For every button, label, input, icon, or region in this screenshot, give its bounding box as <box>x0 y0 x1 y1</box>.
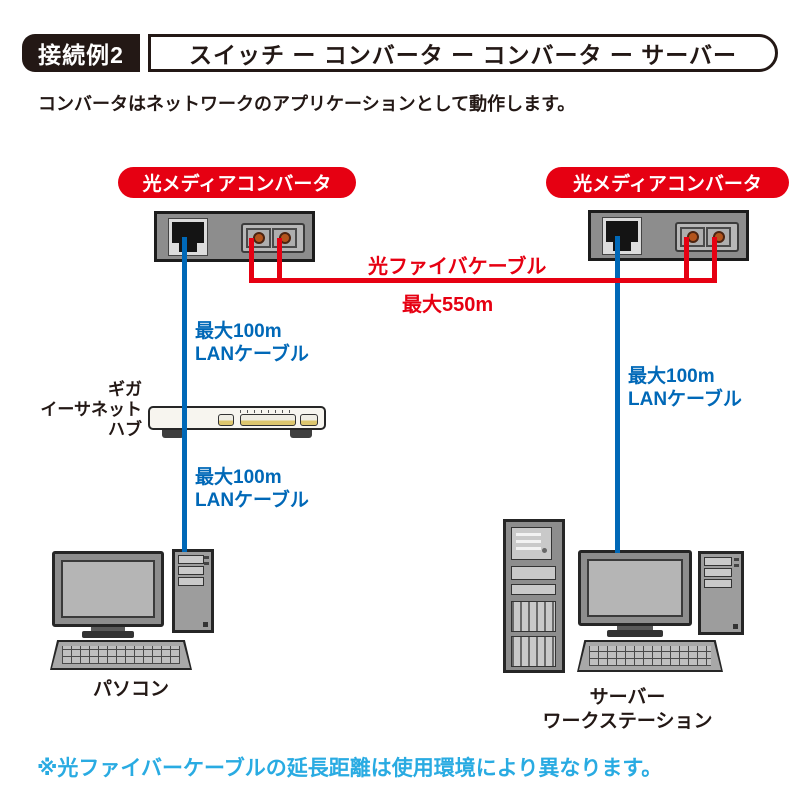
rj45-opening <box>606 221 638 251</box>
lan-cable-label-upper-left: 最大100m LANケーブル <box>195 320 309 366</box>
tower-detail <box>733 624 738 629</box>
lan-max-length: 最大100m <box>195 467 282 488</box>
server-label-line: ワークステーション <box>542 711 713 732</box>
pc-keyboard <box>50 640 192 670</box>
lan-cable-name: LANケーブル <box>195 344 309 365</box>
hub-label: ギガ イーサネット ハブ <box>30 380 142 440</box>
fiber-cable-drop <box>277 238 282 283</box>
lan-cable-label-right: 最大100m LANケーブル <box>628 365 742 411</box>
intro-text: コンバータはネットワークのアプリケーションとして動作します。 <box>38 94 576 114</box>
converter-left-label: 光メディアコンバータ <box>118 167 356 198</box>
pc-monitor-stand <box>91 627 125 632</box>
pc-label: パソコン <box>92 679 169 700</box>
lan-cable-right <box>615 236 620 553</box>
server-monitor <box>578 550 692 626</box>
hub-port-row <box>240 414 296 426</box>
diagram-title: スイッチ ー コンバータ ー コンバータ ー サーバー <box>148 34 778 72</box>
hub-label-line: ギガ <box>108 380 142 399</box>
optical-port <box>706 227 731 247</box>
hub-port-ticks <box>240 410 296 413</box>
fiber-lens-icon <box>252 232 265 244</box>
rack-vent <box>511 601 556 632</box>
hub-label-line: イーサネット <box>40 400 142 419</box>
server-monitor-base <box>607 630 663 637</box>
server-tower <box>698 551 744 635</box>
keyboard-body <box>579 642 721 670</box>
pc-tower <box>172 549 214 633</box>
keyboard-body <box>52 642 190 668</box>
rack-button <box>542 548 547 553</box>
server-label-line: サーバー <box>589 687 666 708</box>
hub-foot <box>290 430 312 438</box>
footnote-text: ※光ファイバーケーブルの延長距離は使用環境により異なります。 <box>37 757 663 780</box>
pc-screen <box>61 560 155 618</box>
rack-vent-slot <box>516 547 541 550</box>
tower-button <box>734 558 739 561</box>
hub-foot <box>162 430 184 438</box>
drive-bay <box>704 568 732 577</box>
hub-port <box>218 414 234 426</box>
tower-button <box>204 556 209 559</box>
drive-bay <box>178 555 204 564</box>
drive-bay <box>178 566 204 575</box>
example-badge: 接続例2 <box>22 34 140 72</box>
fiber-length-label: 最大550m <box>402 294 494 316</box>
rj45-port-icon <box>168 218 208 256</box>
pc-monitor <box>52 551 164 627</box>
ethernet-hub-device <box>148 406 326 438</box>
media-converter-right <box>588 210 749 261</box>
drive-bay <box>178 577 204 586</box>
tower-button <box>204 562 209 565</box>
optical-port <box>272 228 297 248</box>
rack-vent <box>511 636 556 667</box>
fiber-cable-label: 光ファイバケーブル <box>368 256 547 278</box>
server-monitor-stand <box>617 626 653 631</box>
fiber-cable-drop <box>249 238 254 283</box>
rack-vent-slot <box>516 540 541 543</box>
rack-vent-slot <box>516 533 541 536</box>
converter-right-label: 光メディアコンバータ <box>546 167 789 198</box>
rj45-notch <box>197 243 204 252</box>
hub-port <box>300 414 318 426</box>
fiber-cable-drop <box>684 237 689 283</box>
server-label: サーバー ワークステーション <box>500 686 755 734</box>
rj45-opening <box>172 222 204 252</box>
server-rack <box>503 519 565 673</box>
rack-top-panel <box>511 527 552 560</box>
lan-max-length: 最大100m <box>195 321 282 342</box>
fiber-cable-run <box>249 278 717 283</box>
lan-max-length: 最大100m <box>628 366 715 387</box>
rack-bay <box>511 566 556 580</box>
lan-cable-left <box>182 237 187 552</box>
rj45-notch <box>631 242 638 251</box>
keyboard-keys <box>589 646 711 666</box>
lan-cable-name: LANケーブル <box>628 389 742 410</box>
drive-bay <box>704 557 732 566</box>
rj45-notch <box>606 242 613 251</box>
lan-cable-label-lower-left: 最大100m LANケーブル <box>195 466 309 512</box>
rj45-notch <box>172 243 179 252</box>
keyboard-keys <box>62 646 180 664</box>
rack-bay <box>511 584 556 595</box>
server-keyboard <box>577 640 723 672</box>
tower-button <box>734 564 739 567</box>
tower-detail <box>203 622 208 627</box>
lan-cable-name: LANケーブル <box>195 490 309 511</box>
media-converter-left <box>154 211 315 262</box>
server-screen <box>587 559 683 617</box>
hub-label-line: ハブ <box>108 420 142 439</box>
pc-monitor-base <box>82 631 134 638</box>
drive-bay <box>704 579 732 588</box>
rj45-port-icon <box>602 217 642 255</box>
fiber-cable-drop <box>712 237 717 283</box>
